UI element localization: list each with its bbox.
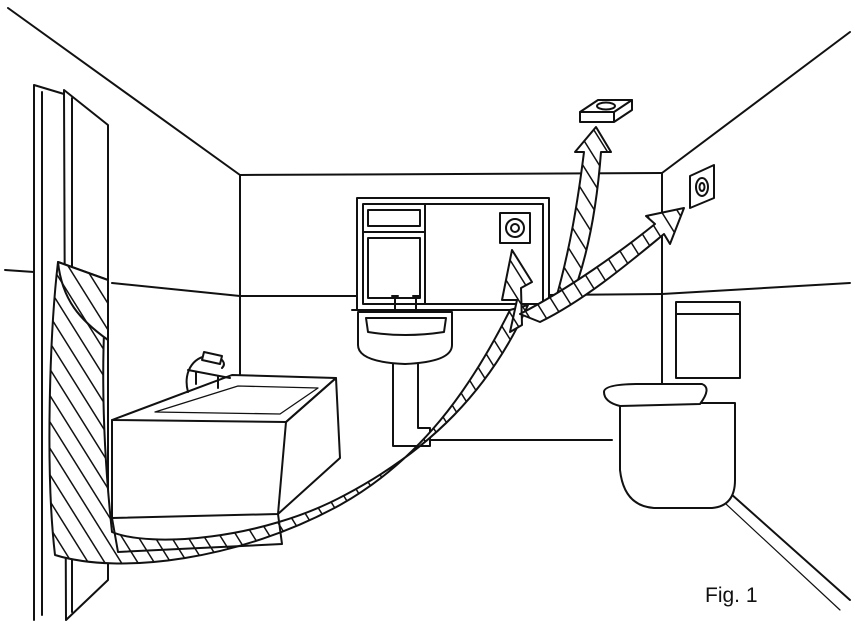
- bathtub-inner: [155, 386, 318, 414]
- bath-tap-icon: [187, 352, 230, 392]
- ceiling-edge-right: [662, 32, 850, 173]
- dado-rail-right: [662, 283, 850, 294]
- window-fan-housing: [500, 213, 530, 243]
- ceiling-fan-icon: [580, 100, 632, 122]
- dado-rail-left-mid: [112, 283, 240, 296]
- toilet-icon: [604, 302, 740, 508]
- dado-rail-left: [5, 270, 34, 272]
- bathtub-icon: [112, 375, 340, 552]
- figure-label: Fig. 1: [705, 584, 758, 608]
- window-fan-icon: [500, 213, 530, 243]
- wall-fan-housing: [690, 165, 714, 208]
- bath-mixer-head: [202, 352, 222, 364]
- bathtub-end: [278, 378, 340, 514]
- toilet-seat: [604, 384, 707, 406]
- toilet-bowl: [620, 403, 735, 508]
- basin-pedestal: [393, 364, 430, 446]
- basin-bowl: [358, 312, 452, 364]
- bathtub-front: [112, 420, 286, 518]
- wall-fan-icon: [690, 165, 714, 208]
